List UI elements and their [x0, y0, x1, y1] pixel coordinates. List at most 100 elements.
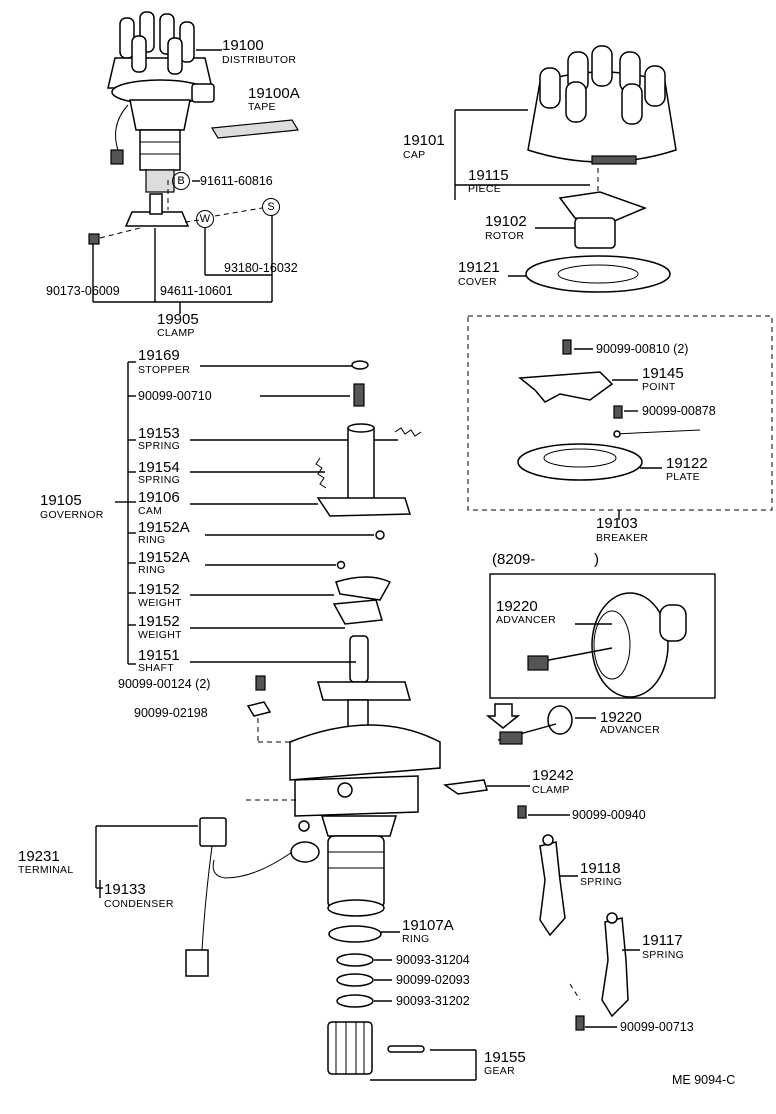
spring-19153-number: 19153 [138, 425, 180, 442]
part-number-90099-00940: 90099-00940 [572, 808, 646, 822]
piece-name: PIECE [468, 183, 502, 195]
advancer-date-close: ) [594, 551, 599, 568]
advancer-inner-name: ADVANCER [496, 614, 556, 626]
spring-19117-name: SPRING [642, 949, 685, 961]
part-number-90093-31204: 90093-31204 [396, 953, 470, 967]
spring-19117-number: 19117 [642, 932, 683, 949]
clamp-19905-name: CLAMP [157, 327, 195, 339]
advancer-inner-number: 19220 [496, 598, 538, 615]
plate-drawing [517, 443, 643, 481]
piece-number: 19115 [468, 167, 509, 184]
governor-screw-part-number: 90099-00710 [138, 389, 212, 403]
condenser-number: 19133 [104, 881, 146, 898]
ring-19152a-2-name: RING [138, 564, 166, 576]
ring-19107a-drawing [328, 925, 382, 943]
clamp-19242-name: CLAMP [532, 784, 570, 796]
shaft-name: SHAFT [138, 662, 174, 674]
weight-2-name: WEIGHT [138, 629, 182, 641]
rotor-name: ROTOR [485, 230, 525, 242]
part-number-94611: 94611-10601 [160, 284, 233, 298]
clamp-19905-number: 19905 [157, 311, 199, 328]
terminal-number: 19231 [18, 848, 60, 865]
point-number: 19145 [642, 365, 684, 382]
cap-number: 19101 [403, 132, 445, 149]
spring-19118-number: 19118 [580, 860, 621, 877]
clamp-19242-drawing [442, 779, 488, 795]
spring-19117-drawing [601, 912, 629, 1018]
washer-w-badge: W [196, 210, 214, 228]
cover-name: COVER [458, 276, 497, 288]
ring-19152a-1-number: 19152A [138, 519, 190, 536]
advancer-outer-name: ADVANCER [600, 724, 660, 736]
part-number-90099-00713: 90099-00713 [620, 1020, 694, 1034]
breaker-group-box [467, 315, 773, 511]
shaft-number: 19151 [138, 647, 180, 664]
terminal-name: TERMINAL [18, 864, 74, 876]
condenser-name: CONDENSER [104, 898, 174, 910]
gear-name: GEAR [484, 1065, 515, 1077]
cam-number: 19106 [138, 489, 180, 506]
part-number-93180: 93180-16032 [224, 261, 298, 275]
advancer-group-box [489, 573, 716, 699]
bolt-b-badge: B [172, 172, 190, 190]
cam-name: CAM [138, 505, 163, 517]
diagram-code: ME 9094-C [672, 1073, 736, 1087]
tape-drawing [210, 119, 300, 139]
governor-number: 19105 [40, 492, 82, 509]
bolt-b-part-number: 91611-60816 [200, 174, 273, 188]
spring-19154-name: SPRING [138, 474, 181, 486]
breaker-screw-a: 90099-00810 (2) [596, 342, 689, 356]
part-number-90099-00124: 90099-00124 (2) [118, 677, 211, 691]
ring-19152a-1-name: RING [138, 534, 166, 546]
part-number-90173: 90173-06009 [46, 284, 120, 298]
spring-19153-name: SPRING [138, 440, 181, 452]
ring-19107a-name: RING [402, 933, 430, 945]
advancer-inner-drawing [527, 592, 687, 698]
advancer-outer-drawing [497, 705, 573, 745]
weight-drawing [332, 576, 392, 625]
stopper-name: STOPPER [138, 364, 191, 376]
terminal-drawing [185, 817, 227, 977]
spring-19118-name: SPRING [580, 876, 623, 888]
plate-name: PLATE [666, 471, 700, 483]
breaker-number: 19103 [596, 515, 638, 532]
breaker-name: BREAKER [596, 532, 649, 544]
advancer-date-open: (8209- [492, 551, 536, 568]
part-number-90099-02093: 90099-02093 [396, 973, 470, 987]
cover-number: 19121 [458, 259, 500, 276]
screw-s-badge: S [262, 198, 280, 216]
ring-19107a-number: 19107A [402, 917, 454, 934]
gear-drawing [327, 1021, 425, 1075]
gear-number: 19155 [484, 1049, 526, 1066]
ring-19152a-2-number: 19152A [138, 549, 190, 566]
condenser-drawing [212, 820, 320, 879]
cap-drawing [527, 45, 677, 165]
distributor-assembly-drawing [107, 11, 215, 227]
distributor-number: 19100 [222, 37, 264, 54]
cover-drawing [525, 255, 671, 293]
part-number-90099-02198: 90099-02198 [134, 706, 208, 720]
cam-drawing [316, 423, 412, 517]
breaker-screw-b: 90099-00878 [642, 404, 716, 418]
housing-drawing [289, 724, 441, 917]
tape-number: 19100A [248, 85, 300, 102]
stopper-number: 19169 [138, 347, 180, 364]
spring-19118-drawing [539, 834, 566, 937]
point-name: POINT [642, 381, 676, 393]
cap-name: CAP [403, 149, 426, 161]
point-drawing [518, 371, 614, 403]
plate-number: 19122 [666, 455, 708, 472]
clamp-19242-number: 19242 [532, 767, 574, 784]
weight-1-name: WEIGHT [138, 597, 182, 609]
advancer-outer-number: 19220 [600, 709, 642, 726]
weight-2-number: 19152 [138, 613, 180, 630]
rotor-number: 19102 [485, 213, 527, 230]
distributor-name: DISTRIBUTOR [222, 54, 297, 66]
weight-1-number: 19152 [138, 581, 180, 598]
tape-name: TAPE [248, 101, 276, 113]
governor-name: GOVERNOR [40, 509, 104, 521]
rotor-drawing [558, 191, 648, 249]
spring-19154-number: 19154 [138, 459, 180, 476]
